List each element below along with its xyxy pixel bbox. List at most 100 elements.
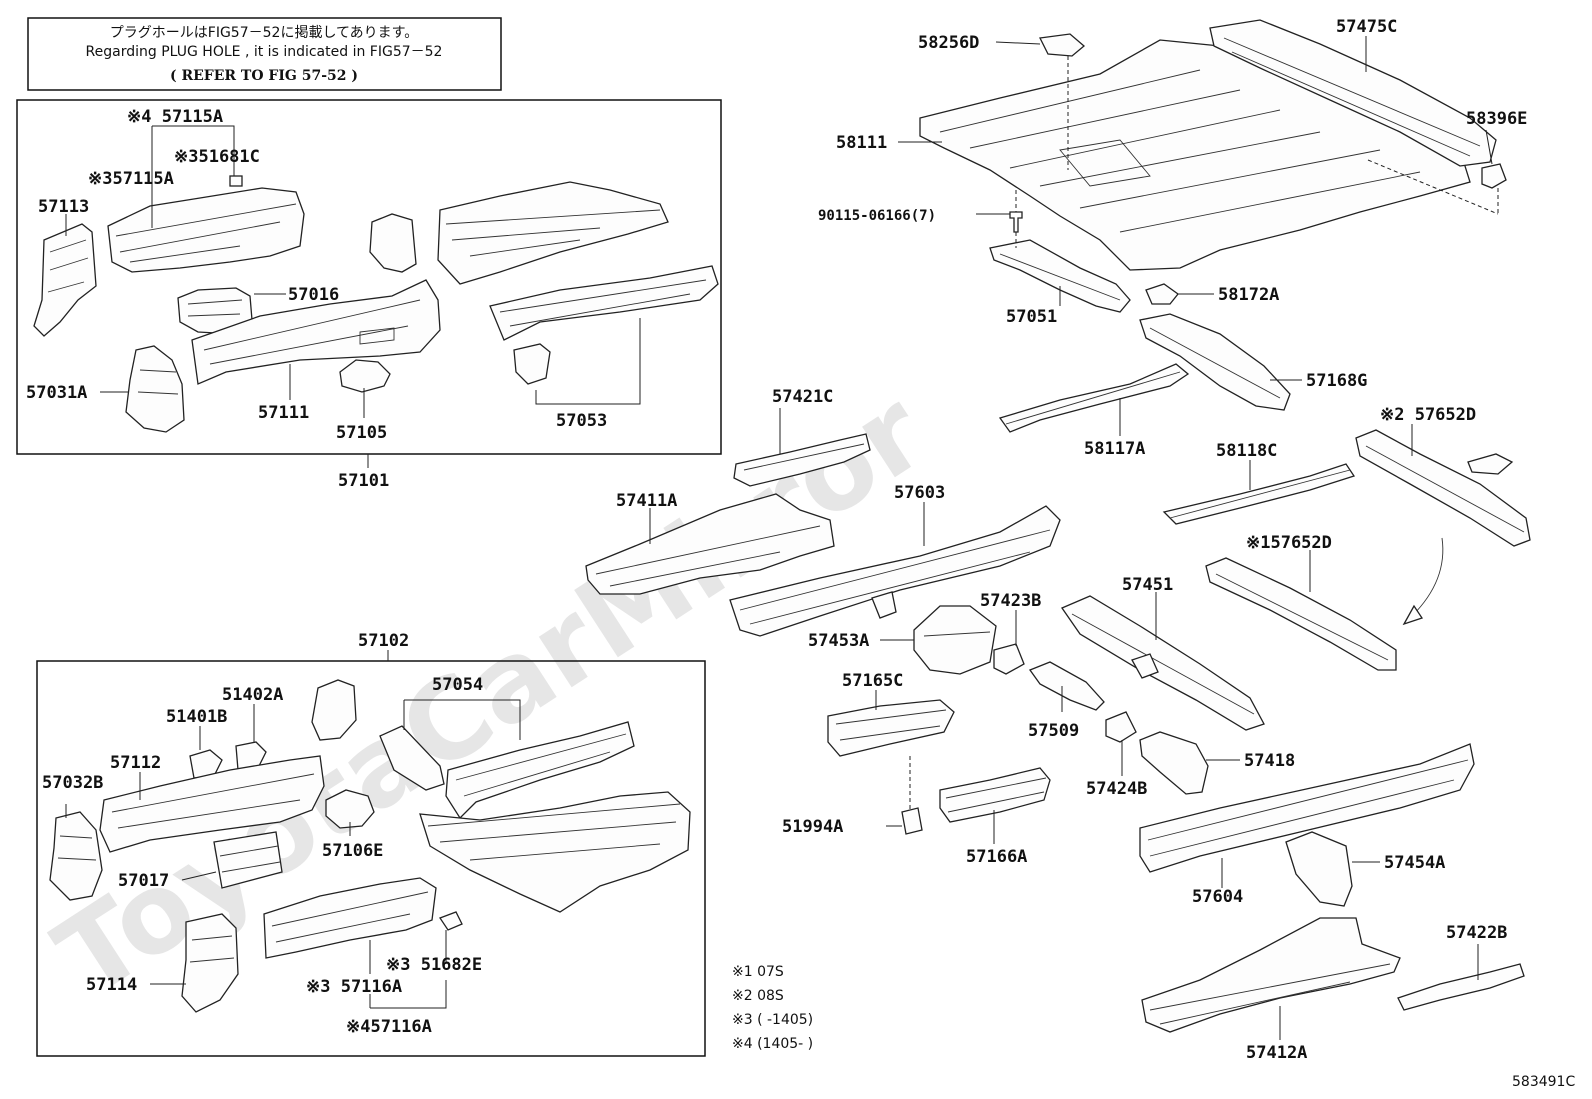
legend-note-1: ※1 07S (732, 964, 784, 980)
part-57031A (125, 345, 185, 433)
part-57114 (181, 913, 239, 1013)
label-57451: 57451 (1122, 575, 1173, 595)
part-58396E (1481, 163, 1507, 189)
part-51681C (229, 175, 243, 187)
part-57604 (1139, 743, 1475, 873)
part-57017 (213, 831, 283, 889)
label-57412A: 57412A (1246, 1043, 1307, 1063)
group-frame-57102 (36, 660, 706, 1057)
label-90115-06166: 90115-06166(7) (818, 208, 936, 224)
label-57113: 57113 (38, 197, 89, 217)
label-58117A: 58117A (1084, 439, 1145, 459)
part-57412A (1141, 917, 1401, 1033)
label-57031A: 57031A (26, 383, 87, 403)
part-58118C (1162, 463, 1356, 525)
part-57475C-rail (1209, 19, 1497, 167)
label-57111: 57111 (258, 403, 309, 423)
legend: ※1 07S ※2 08S ※3 ( -1405) ※4 (1405- ) (732, 964, 813, 1052)
label-57421C: 57421C (772, 387, 833, 407)
label-57652D-1: ※157652D (1246, 533, 1332, 553)
part-57424B (1105, 711, 1137, 743)
label-57652D-2: ※2 57652D (1380, 405, 1476, 425)
label-57053: 57053 (556, 411, 607, 431)
part-57116A (263, 877, 437, 959)
part-51402A (311, 679, 357, 741)
label-58172A: 58172A (1218, 285, 1279, 305)
part-57054-rail (445, 721, 635, 820)
label-57475C: 57475C (1336, 17, 1397, 37)
part-57652D-top (1355, 429, 1531, 547)
label-57115A-top: ※4 57115A (127, 107, 223, 127)
part-57451 (1061, 595, 1265, 731)
legend-note-4: ※4 (1405- ) (732, 1036, 813, 1052)
label-51402A: 51402A (222, 685, 283, 705)
part-90115-bolt (1009, 211, 1023, 233)
label-51682E: ※3 51682E (386, 955, 482, 975)
part-57053-lower (489, 265, 719, 341)
leaders-right (649, 36, 1499, 1040)
part-57168G (1139, 313, 1291, 411)
part-57111 (191, 279, 441, 385)
label-58256D: 58256D (918, 33, 979, 53)
part-57115A (107, 187, 305, 273)
label-57604: 57604 (1192, 887, 1243, 907)
leaders-lower-left (65, 650, 521, 1009)
part-57422B (1397, 963, 1525, 1011)
label-57114: 57114 (86, 975, 137, 995)
part-57051 (989, 239, 1131, 313)
part-57053-bracket (513, 343, 551, 385)
part-labels: ※4 57115A ※351681C ※357115A 57113 57016 … (26, 17, 1527, 1063)
part-57453A (913, 605, 997, 675)
label-57603: 57603 (894, 483, 945, 503)
note-english: Regarding PLUG HOLE , it is indicated in… (86, 44, 443, 60)
label-57424B: 57424B (1086, 779, 1147, 799)
label-57165C: 57165C (842, 671, 903, 691)
label-57454A: 57454A (1384, 853, 1445, 873)
label-57054: 57054 (432, 675, 483, 695)
part-57053-upper (437, 181, 669, 285)
label-57112: 57112 (110, 753, 161, 773)
part-57418 (1139, 731, 1209, 795)
label-58396E: 58396E (1466, 109, 1527, 129)
part-51682E (439, 911, 463, 931)
part-57454A (1285, 831, 1353, 907)
label-51681C: ※351681C (174, 147, 260, 167)
part-57423B (993, 643, 1025, 675)
part-57603 (729, 505, 1061, 637)
part-57113 (33, 223, 97, 337)
part-57509 (1028, 661, 1105, 711)
part-57106E (325, 789, 375, 829)
part-51994A (901, 807, 923, 835)
label-57115A: ※357115A (88, 169, 174, 189)
label-57032B: 57032B (42, 773, 103, 793)
part-58117A (998, 363, 1190, 433)
label-57168G: 57168G (1306, 371, 1367, 391)
label-57418: 57418 (1244, 751, 1295, 771)
part-bracket-upper (369, 213, 417, 273)
part-57411A (585, 493, 835, 595)
label-57166A: 57166A (966, 847, 1027, 867)
label-58111: 58111 (836, 133, 887, 153)
part-57054-small (379, 725, 445, 791)
part-58172A (1145, 283, 1179, 305)
part-51401B (189, 749, 223, 779)
plug-hole-note: プラグホールはFIG57－52に掲載してあります。 Regarding PLUG… (27, 17, 502, 91)
part-58256D (1039, 33, 1086, 57)
label-57101: 57101 (338, 471, 389, 491)
part-57165C (827, 699, 955, 757)
label-58118C: 58118C (1216, 441, 1277, 461)
label-51994A: 51994A (782, 817, 843, 837)
legend-note-3: ※3 ( -1405) (732, 1012, 813, 1028)
label-57423B: 57423B (980, 591, 1041, 611)
note-refer: ( REFER TO FIG 57-52 ) (170, 68, 358, 84)
part-57105 (339, 359, 391, 393)
part-57652D-clip (1467, 453, 1514, 475)
part-51402A-clip (235, 741, 267, 771)
legend-note-2: ※2 08S (732, 988, 784, 1004)
label-57051: 57051 (1006, 307, 1057, 327)
label-57411A: 57411A (616, 491, 677, 511)
part-57102-floor (419, 791, 691, 913)
label-57017: 57017 (118, 871, 169, 891)
note-japanese: プラグホールはFIG57－52に掲載してあります。 (110, 25, 418, 41)
